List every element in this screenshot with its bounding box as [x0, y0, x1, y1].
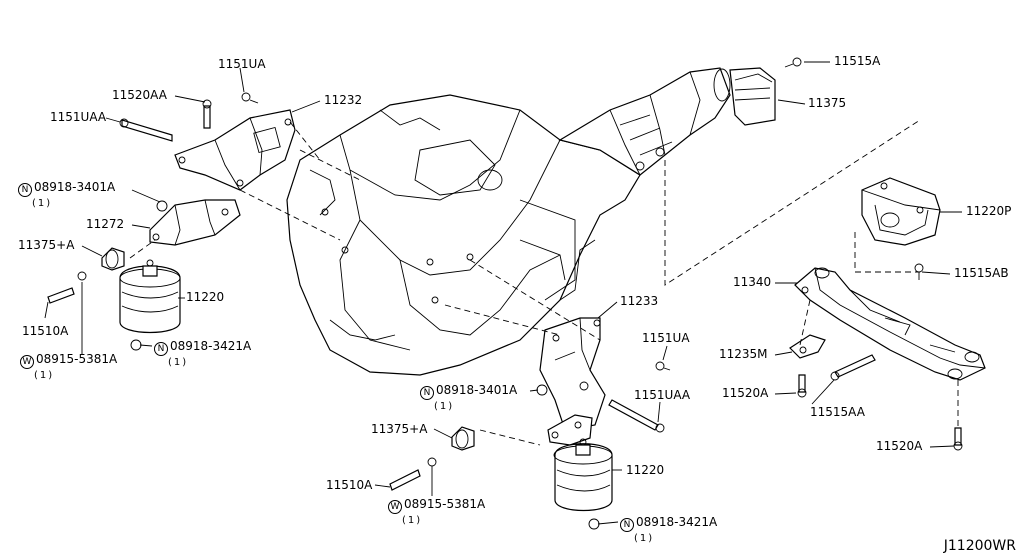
washer-marker-icon: W — [20, 355, 34, 369]
callout-11220-top[interactable]: 11220 — [186, 290, 225, 304]
callout-11375a-low[interactable]: 11375+A — [371, 422, 428, 436]
nut-marker-icon: N — [18, 183, 32, 197]
fasteners-lower — [389, 361, 671, 530]
leader-lines — [44, 61, 962, 525]
callout-11235m[interactable]: 11235M — [719, 347, 768, 361]
insulator-11375a-upper — [101, 247, 125, 271]
callout-11220p[interactable]: 11220P — [966, 204, 1012, 218]
diagram-id-label: J11200WR — [943, 538, 1016, 554]
callout-11515ab[interactable]: 11515AB — [954, 266, 1009, 280]
engine-assembly — [286, 94, 641, 376]
callout-11232[interactable]: 11232 — [324, 93, 363, 107]
transmission-assembly — [558, 67, 731, 176]
callout-1151uaa-top[interactable]: 1151UAA — [50, 110, 107, 124]
callout-1151ua-mid[interactable]: 1151UA — [642, 331, 690, 345]
bracket-11272 — [149, 199, 241, 246]
callout-11520aa[interactable]: 11520AA — [112, 88, 167, 102]
engine-mount-11220-lower — [553, 438, 613, 512]
bracket-11233 — [539, 317, 606, 431]
callout-11340[interactable]: 11340 — [733, 275, 772, 289]
callout-11520a-mid[interactable]: 11520A — [722, 386, 769, 400]
bracket-11235m — [789, 334, 826, 359]
callout-1151ua-top[interactable]: 1151UA — [218, 57, 266, 71]
callout-11272[interactable]: 11272 — [86, 217, 125, 231]
bracket-lower-mount — [547, 414, 593, 446]
callout-11233[interactable]: 11233 — [620, 294, 659, 308]
callout-11515aa[interactable]: 11515AA — [810, 405, 865, 419]
nut-marker-icon: N — [154, 342, 168, 356]
engine-mount-11220-upper — [119, 259, 181, 334]
callout-11510a-top[interactable]: 11510A — [22, 324, 69, 338]
bracket-11232 — [174, 109, 296, 191]
alignment-lines — [129, 119, 959, 446]
rear-mount-11375 — [729, 57, 802, 126]
crossmember-11340 — [794, 267, 986, 381]
rear-insulator-11220p — [861, 177, 941, 280]
callout-11375[interactable]: 11375 — [808, 96, 847, 110]
fasteners-crossmember — [797, 354, 963, 451]
callout-11520a-low[interactable]: 11520A — [876, 439, 923, 453]
insulator-11375a-lower — [451, 426, 475, 451]
callout-11510a-low[interactable]: 11510A — [326, 478, 373, 492]
callout-1151uaa-mid[interactable]: 1151UAA — [634, 388, 691, 402]
fasteners-upper-left — [47, 92, 259, 351]
callout-11375a-top[interactable]: 11375+A — [18, 238, 75, 252]
callout-11515a[interactable]: 11515A — [834, 54, 881, 68]
nut-marker-icon: N — [420, 386, 434, 400]
washer-marker-icon: W — [388, 500, 402, 514]
nut-marker-icon: N — [620, 518, 634, 532]
callout-11220-low[interactable]: 11220 — [626, 463, 665, 477]
